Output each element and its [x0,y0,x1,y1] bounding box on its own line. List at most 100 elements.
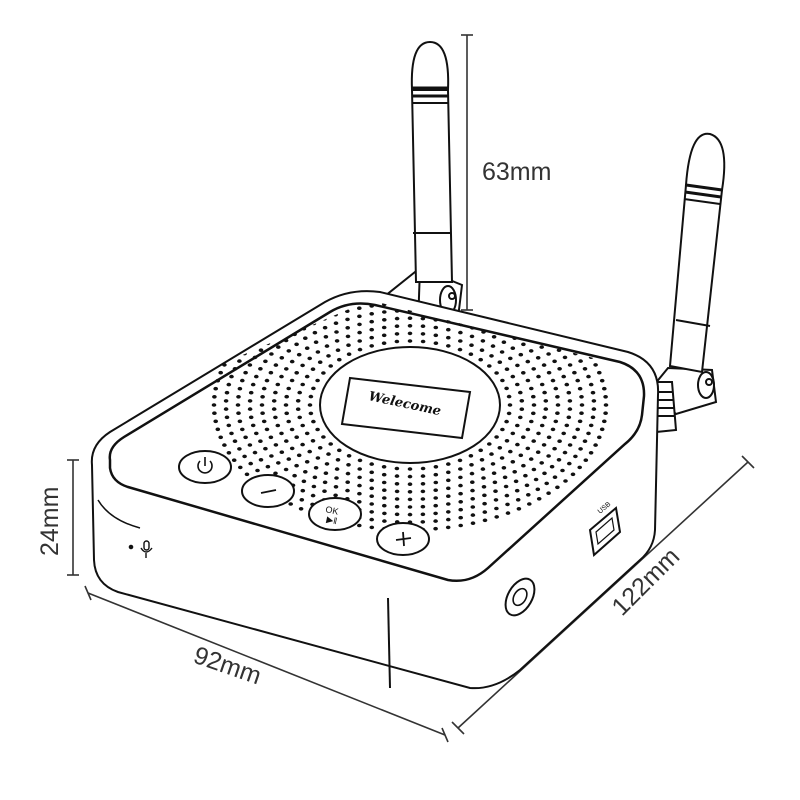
grille-hole [527,502,532,506]
grille-hole [369,312,375,316]
grille-hole [322,325,328,330]
grille-hole [420,324,426,329]
grille-hole [321,371,326,375]
grille-hole [544,324,549,329]
grille-hole [370,281,375,285]
right-antenna [646,132,726,434]
display-module: Welecome [319,346,501,464]
grille-hole [525,378,531,383]
grille-hole [508,356,513,361]
grille-hole [346,454,352,458]
grille-hole [298,300,304,304]
grille-hole [433,488,439,493]
grille-hole [433,480,439,485]
grille-hole [369,525,375,530]
grille-hole [515,308,521,313]
grille-hole [494,291,499,295]
grille-hole [603,403,609,407]
grille-hole [553,419,559,424]
grille-hole [382,488,387,493]
grille-hole [458,467,463,471]
grille-hole [575,427,580,432]
side-pair-button[interactable] [500,574,541,621]
grille-hole [247,443,253,447]
grille-hole [515,423,520,428]
grille-hole [381,465,387,469]
grille-hole [222,443,227,447]
grille-hole [458,507,464,512]
grille-hole [536,374,541,379]
grille-hole [546,315,551,319]
grille-hole [482,518,488,523]
grille-hole [564,382,570,387]
grille-hole [407,316,413,321]
volume-up-button[interactable] [376,522,430,556]
grille-hole [218,370,223,375]
grille-hole [240,427,245,432]
grille-hole [504,367,510,372]
grille-hole [525,446,531,451]
grille-hole [286,457,292,461]
grille-hole [535,450,541,455]
grille-hole [346,352,352,357]
grille-hole [313,340,319,345]
grille-hole [357,347,363,352]
grille-hole [494,515,500,519]
grille-hole [295,407,301,412]
grille-hole [458,330,463,335]
grille-hole [516,300,522,304]
grille-hole [278,309,284,314]
grille-hole [253,374,259,379]
volume-down-button[interactable] [241,474,295,508]
grille-hole [321,435,326,439]
ok-play-pause-button[interactable]: OK ▶‖ [308,497,362,531]
grille-hole [335,458,341,462]
grille-hole [382,496,387,500]
grille-hole [514,317,520,322]
grille-hole [273,471,278,476]
grille-hole [552,359,557,364]
grille-hole [289,427,295,432]
grille-hole [292,332,297,337]
grille-hole [529,386,534,391]
grille-hole [516,507,522,511]
grille-hole [382,511,387,516]
grille-hole [326,452,331,456]
grille-hole [279,374,284,379]
grille-hole [578,359,583,363]
grille-hole [315,427,320,432]
grille-hole [446,517,451,522]
grille-hole [381,480,387,485]
grille-hole [497,360,503,365]
grille-hole [369,344,375,348]
grille-hole [235,403,241,407]
grille-hole [298,507,304,511]
grille-hole [542,390,547,395]
grille-hole [261,386,267,391]
grille-hole [499,350,505,354]
antenna-height-label: 63mm [482,158,551,186]
grille-hole [248,461,253,466]
grille-hole [523,473,528,478]
grille-hole [357,330,362,335]
grille-hole [531,394,536,399]
grille-hole [420,520,426,524]
grille-hole [577,419,583,424]
power-button[interactable] [178,450,232,484]
grille-hole [521,342,526,347]
grille-hole [346,463,351,467]
grille-hole [357,500,362,504]
grille-hole [541,363,547,367]
grille-hole [394,504,400,509]
grille-hole [515,442,520,447]
grille-hole [573,454,578,459]
grille-hole [478,357,484,362]
grille-hole [489,354,494,358]
grille-hole [276,461,281,465]
grille-hole [505,303,510,308]
grille-hole [381,341,387,346]
grille-hole [276,345,281,349]
grille-hole [482,493,487,498]
grille-hole [457,347,463,352]
